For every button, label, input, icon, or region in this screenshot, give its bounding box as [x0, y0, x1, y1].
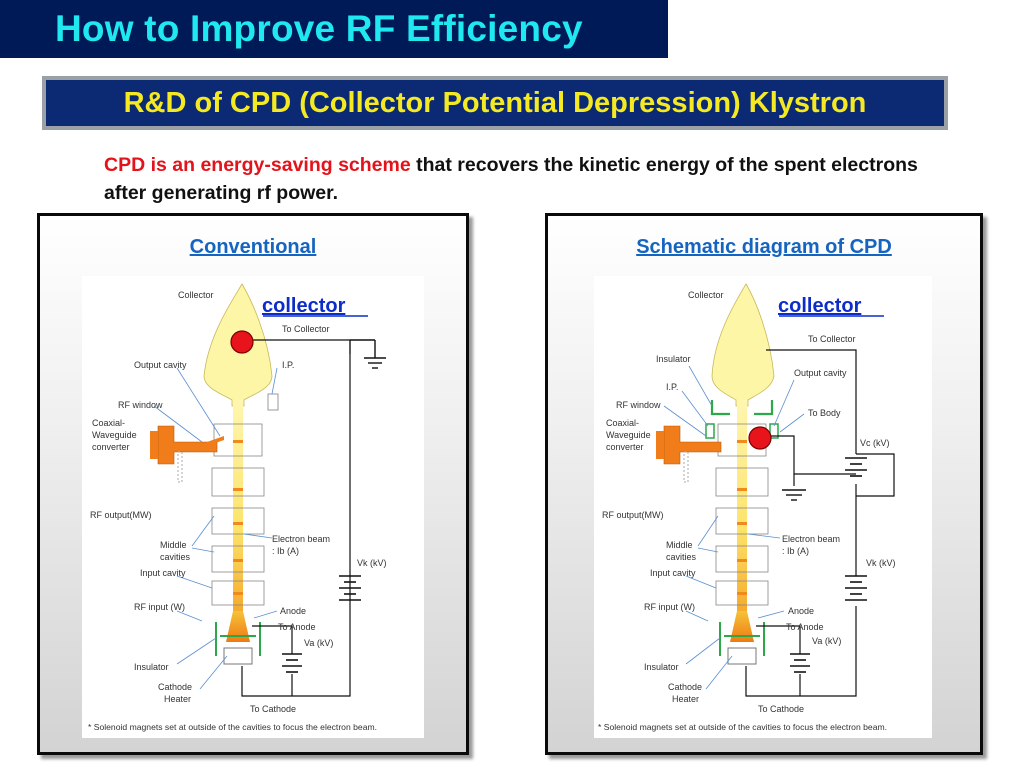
label-coax2: Waveguide	[92, 430, 137, 440]
label-output-cavity: Output cavity	[794, 368, 847, 378]
label-rf-window: RF window	[118, 400, 163, 410]
label-ebeam2: : Ib (A)	[272, 546, 299, 556]
cathode-tip	[730, 611, 754, 642]
label-footnote: * Solenoid magnets set at outside of the…	[88, 722, 377, 732]
label-collector: Collector	[178, 290, 214, 300]
label-rf-output: RF output(MW)	[90, 510, 152, 520]
slide-title-bar: How to Improve RF Efficiency	[0, 0, 668, 58]
cavity-3	[715, 507, 769, 535]
label-vk: Vk (kV)	[357, 558, 387, 568]
intro-rest: that recovers the kinetic energy of the …	[104, 154, 918, 204]
beam-channel	[737, 400, 747, 635]
label-ebeam1: Electron beam	[272, 534, 330, 544]
subtitle-inner: R&D of CPD (Collector Potential Depressi…	[46, 80, 944, 126]
intro-highlight: CPD is an energy-saving scheme	[104, 154, 411, 176]
label-middle2: cavities	[666, 552, 697, 562]
conventional-diagram: Collector To Collector Output cavity I.P…	[82, 276, 424, 738]
cavity-4	[211, 545, 265, 573]
label-to-cathode: To Cathode	[250, 704, 296, 714]
label-ebeam2: : Ib (A)	[782, 546, 809, 556]
label-ebeam1: Electron beam	[782, 534, 840, 544]
cpd-title: Schematic diagram of CPD	[636, 236, 892, 258]
intro-text: CPD is an energy-saving scheme that reco…	[104, 151, 924, 207]
label-rf-window: RF window	[616, 400, 661, 410]
slide-title: How to Improve RF Efficiency	[55, 8, 583, 49]
label-rf-output: RF output(MW)	[602, 510, 664, 520]
label-ip: I.P.	[282, 360, 294, 370]
label-heater: Heater	[672, 694, 699, 704]
label-to-cathode: To Cathode	[758, 704, 804, 714]
cavity-4	[715, 545, 769, 573]
label-input-cavity: Input cavity	[140, 568, 186, 578]
label-to-anode: To Anode	[278, 622, 316, 632]
subtitle-box: R&D of CPD (Collector Potential Depressi…	[42, 76, 948, 130]
cathode-tip	[226, 611, 250, 642]
label-rf-input: RF input (W)	[644, 602, 695, 612]
label-rf-input: RF input (W)	[134, 602, 185, 612]
collector-red-dot	[748, 426, 772, 450]
label-heater: Heater	[164, 694, 191, 704]
rf-output-coupler	[663, 425, 722, 465]
conventional-klystron-svg: Collector To Collector Output cavity I.P…	[88, 283, 387, 732]
label-cathode: Cathode	[158, 682, 192, 692]
label-coax2: Waveguide	[606, 430, 651, 440]
label-insulator-top: Insulator	[656, 354, 691, 364]
label-anode: Anode	[788, 606, 814, 616]
label-to-anode: To Anode	[786, 622, 824, 632]
collector-bulb	[711, 283, 775, 407]
label-insulator: Insulator	[134, 662, 169, 672]
collector-red-dot	[230, 330, 254, 354]
label-vc: Vc (kV)	[860, 438, 890, 448]
cavity-3	[211, 507, 265, 535]
label-input-cavity: Input cavity	[650, 568, 696, 578]
label-coax1: Coaxial-	[606, 418, 639, 428]
conventional-title: Conventional	[189, 236, 317, 258]
label-footnote: * Solenoid magnets set at outside of the…	[598, 722, 887, 732]
conventional-panel: Conventional	[37, 213, 469, 755]
cpd-diagram: Collector To Collector Insulator Output …	[594, 276, 932, 738]
label-cathode: Cathode	[668, 682, 702, 692]
label-anode: Anode	[280, 606, 306, 616]
label-collector: Collector	[688, 290, 724, 300]
label-ip: I.P.	[666, 382, 678, 392]
label-coax1: Coaxial-	[92, 418, 125, 428]
label-va: Va (kV)	[812, 636, 841, 646]
label-to-collector: To Collector	[808, 334, 856, 344]
cpd-panel: Schematic diagram of CPD	[545, 213, 983, 755]
label-middle1: Middle	[666, 540, 693, 550]
rf-output-coupler	[157, 425, 218, 465]
label-vk: Vk (kV)	[866, 558, 896, 568]
label-coax3: converter	[606, 442, 644, 452]
cavity-2	[715, 467, 769, 497]
cpd-klystron-svg: Collector To Collector Insulator Output …	[598, 283, 896, 732]
label-middle2: cavities	[160, 552, 191, 562]
label-output-cavity: Output cavity	[134, 360, 187, 370]
cavity-2	[211, 467, 265, 497]
label-to-collector: To Collector	[282, 324, 330, 334]
label-middle1: Middle	[160, 540, 187, 550]
input-cavity	[715, 580, 769, 606]
slide-subtitle: R&D of CPD (Collector Potential Depressi…	[123, 86, 867, 119]
collector-callout: collector	[262, 295, 346, 317]
collector-callout: collector	[778, 295, 862, 317]
label-insulator: Insulator	[644, 662, 679, 672]
beam-channel	[233, 400, 243, 635]
label-coax3: converter	[92, 442, 130, 452]
input-cavity	[211, 580, 265, 606]
label-va: Va (kV)	[304, 638, 333, 648]
label-to-body: To Body	[808, 408, 841, 418]
